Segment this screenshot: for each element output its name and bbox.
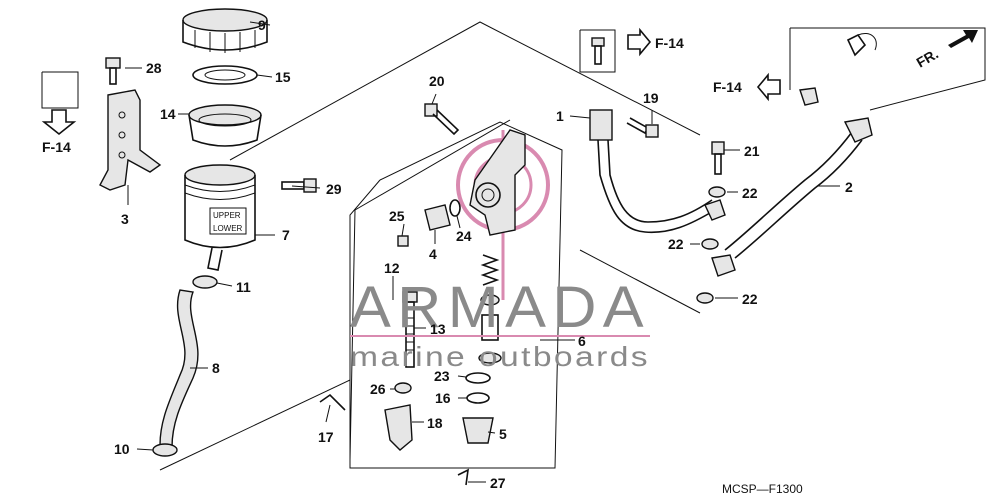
screw-25 <box>397 235 409 247</box>
callout-17: 17 <box>318 429 334 445</box>
frame-line-bottom-left <box>159 379 351 471</box>
diaphragm <box>188 104 262 147</box>
front-direction-indicator: FR. <box>914 30 978 71</box>
master-cylinder-hose <box>589 109 726 234</box>
diaphragm-plate <box>192 65 258 85</box>
bolt-21 <box>711 141 725 175</box>
arrow-f14-right: F-14 <box>713 72 781 102</box>
callout-22-a: 22 <box>742 185 758 201</box>
ref-f14-top: F-14 <box>655 35 684 51</box>
ref-f14-right: F-14 <box>713 79 742 95</box>
bolt-box-top <box>579 29 616 73</box>
callout-3: 3 <box>121 211 129 227</box>
hose-clip-10 <box>152 443 178 457</box>
callout-11: 11 <box>236 279 251 295</box>
callout-26: 26 <box>370 381 386 397</box>
watermark-tagline: marine outboards <box>350 341 650 372</box>
callout-20: 20 <box>429 73 445 89</box>
callout-22-b: 22 <box>668 236 684 252</box>
front-arrow-icon <box>948 30 978 48</box>
frame-line-top <box>229 21 701 161</box>
callout-2: 2 <box>845 179 853 195</box>
master-cylinder-frame-inner <box>349 119 511 461</box>
washers-22 <box>696 186 726 304</box>
callout-19: 19 <box>643 90 659 106</box>
callout-18: 18 <box>427 415 443 431</box>
callout-14: 14 <box>160 106 176 122</box>
callout-7: 7 <box>282 227 290 243</box>
master-cylinder-body <box>469 129 526 236</box>
callout-25: 25 <box>389 208 405 224</box>
nut-26 <box>394 382 412 394</box>
callout-8: 8 <box>212 360 220 376</box>
o-ring-24 <box>449 199 461 217</box>
upper-hose-fitting <box>799 33 877 106</box>
reservoir-lower-mark: LOWER <box>213 224 243 233</box>
master-cylinder-frame-outer <box>349 121 563 469</box>
callout-22-c: 22 <box>742 291 758 307</box>
hose-frame-top <box>790 27 986 111</box>
callout-16: 16 <box>435 390 451 406</box>
reservoir-body: UPPER LOWER <box>184 164 256 271</box>
bolt-28 <box>105 57 121 85</box>
joint-4 <box>424 204 451 231</box>
reservoir-cap <box>182 8 268 53</box>
piston-spring <box>480 254 500 286</box>
front-label: FR. <box>914 45 942 70</box>
bolt-20 <box>424 103 460 136</box>
joint-pin-17 <box>319 393 346 411</box>
callout-29: 29 <box>326 181 342 197</box>
clip-box-left <box>41 71 79 109</box>
hose-clip-11 <box>192 275 218 289</box>
bolt-29 <box>281 178 317 193</box>
push-rod-joint <box>384 404 413 451</box>
callout-5: 5 <box>499 426 507 442</box>
brake-hose-2 <box>711 117 873 277</box>
callout-28: 28 <box>146 60 162 76</box>
callout-15: 15 <box>275 69 291 85</box>
callout-4: 4 <box>429 246 437 262</box>
assembly-frames <box>41 21 986 471</box>
arrow-f14-top: F-14 <box>627 27 684 57</box>
callout-23: 23 <box>434 368 450 384</box>
diagram-code: MCSP—F1300 <box>722 482 803 496</box>
cotter-pin-27 <box>457 468 469 486</box>
push-rod <box>402 291 418 368</box>
callout-6: 6 <box>578 333 586 349</box>
callout-21: 21 <box>744 143 760 159</box>
reservoir-stay <box>99 89 162 191</box>
reservoir-upper-mark: UPPER <box>213 211 241 220</box>
hose-frame-line <box>579 249 701 314</box>
arrow-f14-left: F-14 <box>41 109 77 155</box>
hose-bolt-top <box>591 37 605 65</box>
callout-24: 24 <box>456 228 472 244</box>
callouts: 9 28 15 14 29 7 3 11 8 10 20 25 24 4 12 … <box>114 17 853 491</box>
callout-13: 13 <box>430 321 446 337</box>
callout-27: 27 <box>490 475 506 491</box>
callout-9: 9 <box>258 17 266 33</box>
callout-10: 10 <box>114 441 130 457</box>
boot-5 <box>462 417 494 444</box>
callout-1: 1 <box>556 108 564 124</box>
bolt-19 <box>626 117 659 138</box>
ref-f14-left: F-14 <box>42 139 71 155</box>
circlip-16 <box>466 392 490 404</box>
callout-12: 12 <box>384 260 400 276</box>
piston-cups <box>478 294 502 364</box>
watermark-brand: ARMADA <box>350 275 650 340</box>
washer-23 <box>465 372 491 384</box>
